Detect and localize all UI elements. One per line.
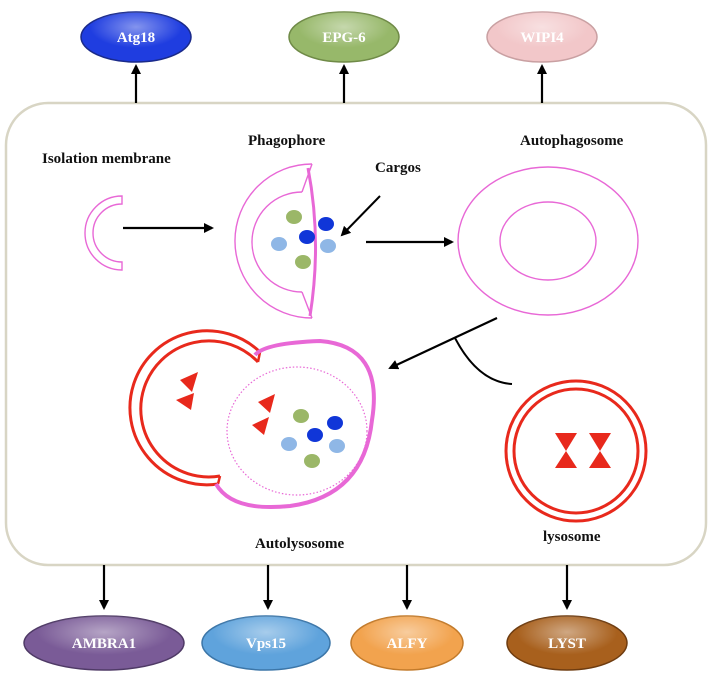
top-protein-wipi4: WIPI4 bbox=[486, 11, 598, 103]
atg18-label: Atg18 bbox=[117, 30, 155, 46]
wipi4-label: WIPI4 bbox=[520, 30, 564, 46]
autolysosome bbox=[128, 329, 376, 510]
arrow-cargos bbox=[340, 195, 381, 237]
alfy-label: ALFY bbox=[387, 636, 428, 652]
bottom-protein-lyst: LYST bbox=[506, 565, 628, 671]
cargos-label: Cargos bbox=[375, 160, 421, 176]
ambra1-label: AMBRA1 bbox=[72, 636, 136, 652]
bottom-protein-vps15: Vps15 bbox=[201, 565, 331, 671]
lyst-label: LYST bbox=[548, 636, 586, 652]
vps15-label: Vps15 bbox=[246, 636, 286, 652]
top-protein-epg6: EPG-6 bbox=[288, 11, 400, 103]
isolation-membrane-label: Isolation membrane bbox=[42, 151, 171, 167]
epg6-label: EPG-6 bbox=[322, 30, 366, 46]
process-panel bbox=[4, 101, 708, 567]
lysosome-fusion-line bbox=[454, 337, 513, 385]
top-protein-atg18: Atg18 bbox=[80, 11, 192, 103]
phagophore-label: Phagophore bbox=[248, 133, 326, 149]
autolysosome-label: Autolysosome bbox=[255, 536, 345, 552]
isolation-membrane bbox=[84, 195, 123, 271]
lysosome bbox=[504, 379, 648, 523]
autophagosome bbox=[457, 166, 639, 316]
phagophore-cargos bbox=[271, 210, 336, 269]
autophagosome-label: Autophagosome bbox=[520, 133, 624, 149]
arrow-to-autolysosome bbox=[388, 317, 498, 370]
phagophore bbox=[234, 163, 318, 319]
bottom-protein-alfy: ALFY bbox=[350, 565, 464, 671]
lysosome-label: lysosome bbox=[543, 529, 601, 545]
bottom-protein-ambra1: AMBRA1 bbox=[23, 565, 185, 671]
